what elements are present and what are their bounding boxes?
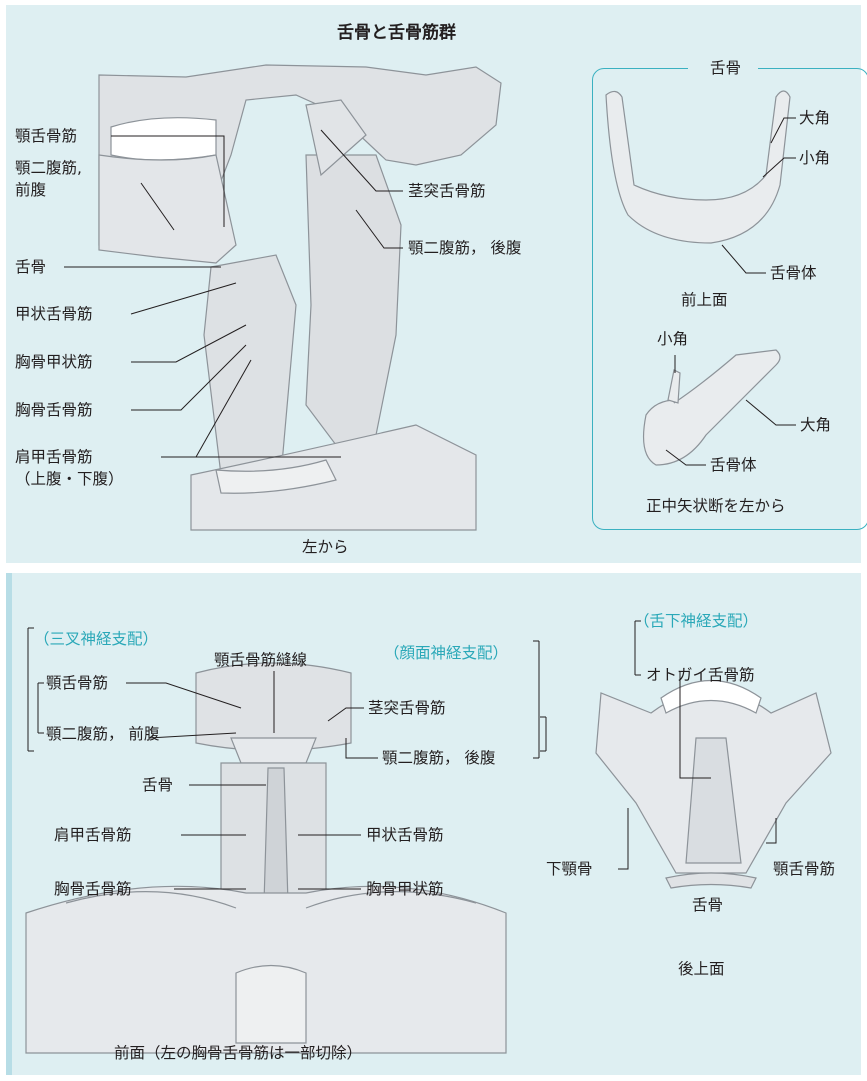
label-digastric-anterior-front: 顎二腹筋， 前腹: [46, 724, 159, 744]
label-stylohyoid-front: 茎突舌骨筋: [368, 698, 446, 718]
label-mylohyoid-front: 顎舌骨筋: [46, 673, 108, 693]
label-omohyoid-front: 肩甲舌骨筋: [54, 825, 132, 845]
label-hyoid-back: 舌骨: [692, 895, 723, 915]
label-sternothyroid-front: 胸骨甲状筋: [366, 879, 444, 899]
hyoid-heading: 舌骨: [710, 58, 741, 78]
label-facial-innervation: （顔面神経支配）: [384, 643, 508, 663]
label-hyoid-body: 舌骨体: [770, 263, 817, 283]
label-lesser-horn: 小角: [799, 148, 830, 168]
caption-posterior: 後上面: [678, 959, 725, 979]
caption-front-upper: 前上面: [681, 290, 728, 310]
label-hypoglossal-innervation: （舌下神経支配）: [634, 611, 758, 631]
label-sternohyoid-front: 胸骨舌骨筋: [54, 879, 132, 899]
label-lesser-horn-2: 小角: [657, 329, 688, 349]
caption-anterior: 前面（左の胸骨舌骨筋は一部切除）: [114, 1043, 362, 1063]
label-mylohyoid-raphe: 顎舌骨筋縫線: [214, 650, 307, 670]
hyoid-illustrations: [6, 5, 861, 563]
label-digastric-posterior-front: 顎二腹筋， 後腹: [382, 748, 495, 768]
label-thyrohyoid-front: 甲状舌骨筋: [366, 825, 444, 845]
label-trigeminal-innervation: （三叉神経支配）: [34, 629, 158, 649]
label-geniohyoid: オトガイ舌骨筋: [646, 665, 755, 685]
caption-sagittal: 正中矢状断を左から: [646, 496, 786, 516]
label-mandible: 下顎骨: [546, 859, 593, 879]
label-greater-horn: 大角: [799, 108, 830, 128]
label-greater-horn-2: 大角: [800, 415, 831, 435]
label-hyoid-front: 舌骨: [142, 775, 173, 795]
top-panel: 舌骨と舌骨筋群 顎舌骨筋 顎二腹筋, 前腹 舌骨 甲状舌骨筋 胸骨甲状筋 胸骨舌…: [6, 5, 861, 563]
label-hyoid-body-2: 舌骨体: [710, 455, 757, 475]
label-mylohyoid-back: 顎舌骨筋: [773, 859, 835, 879]
bottom-panel: （三叉神経支配） 顎舌骨筋縫線 （顔面神経支配） 顎舌骨筋 顎二腹筋， 前腹 茎…: [6, 573, 861, 1075]
